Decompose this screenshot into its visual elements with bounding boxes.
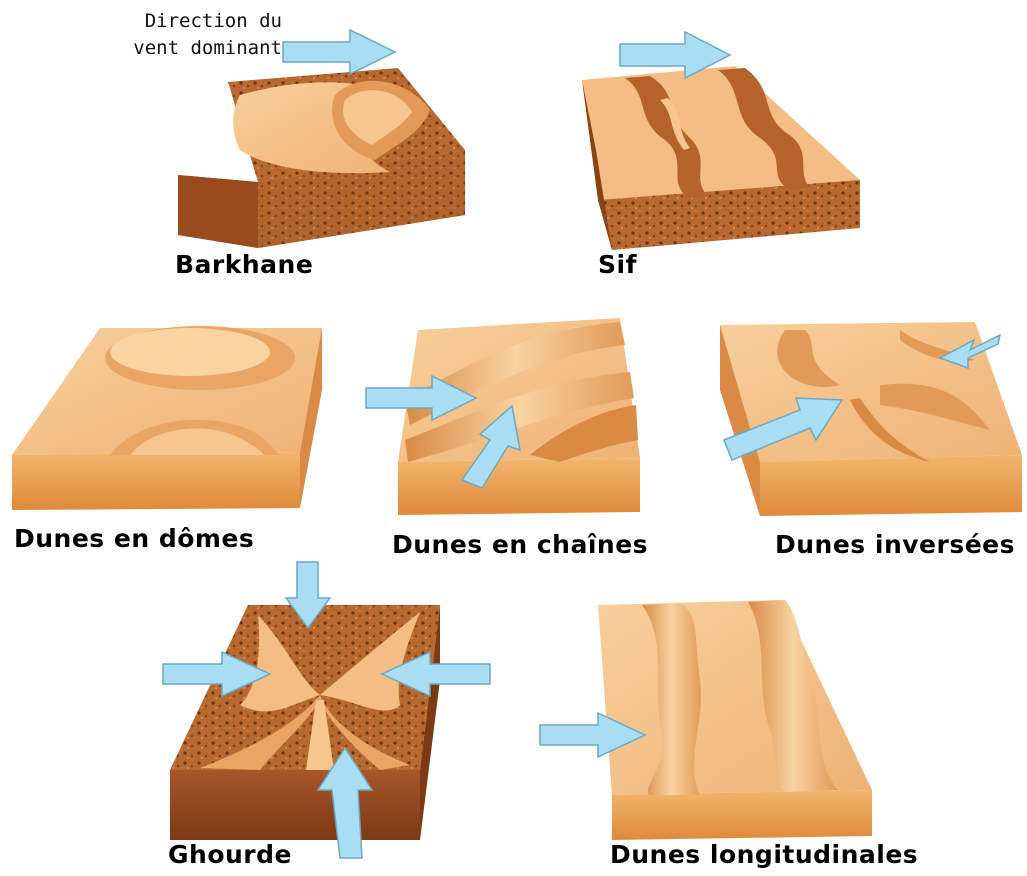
- wind-direction-legend: Direction du vent dominant: [92, 8, 282, 62]
- label-domes: Dunes en dômes: [14, 524, 254, 553]
- label-sif: Sif: [598, 250, 637, 279]
- barkhane-wind-arrow: [283, 30, 395, 74]
- label-ghourde: Ghourde: [168, 840, 292, 869]
- label-inversees: Dunes inversées: [775, 530, 1015, 559]
- sif-block: [582, 66, 860, 250]
- label-barkhane: Barkhane: [175, 250, 313, 279]
- label-longitudinales: Dunes longitudinales: [610, 840, 918, 869]
- domes-block: [12, 326, 322, 510]
- longitudinales-block: [598, 600, 872, 840]
- legend-line-1: Direction du: [92, 8, 282, 35]
- barkhane-block: [178, 68, 465, 248]
- ghourde-block: [170, 605, 440, 840]
- legend-line-2: vent dominant: [92, 35, 282, 62]
- label-chaines: Dunes en chaînes: [392, 530, 648, 559]
